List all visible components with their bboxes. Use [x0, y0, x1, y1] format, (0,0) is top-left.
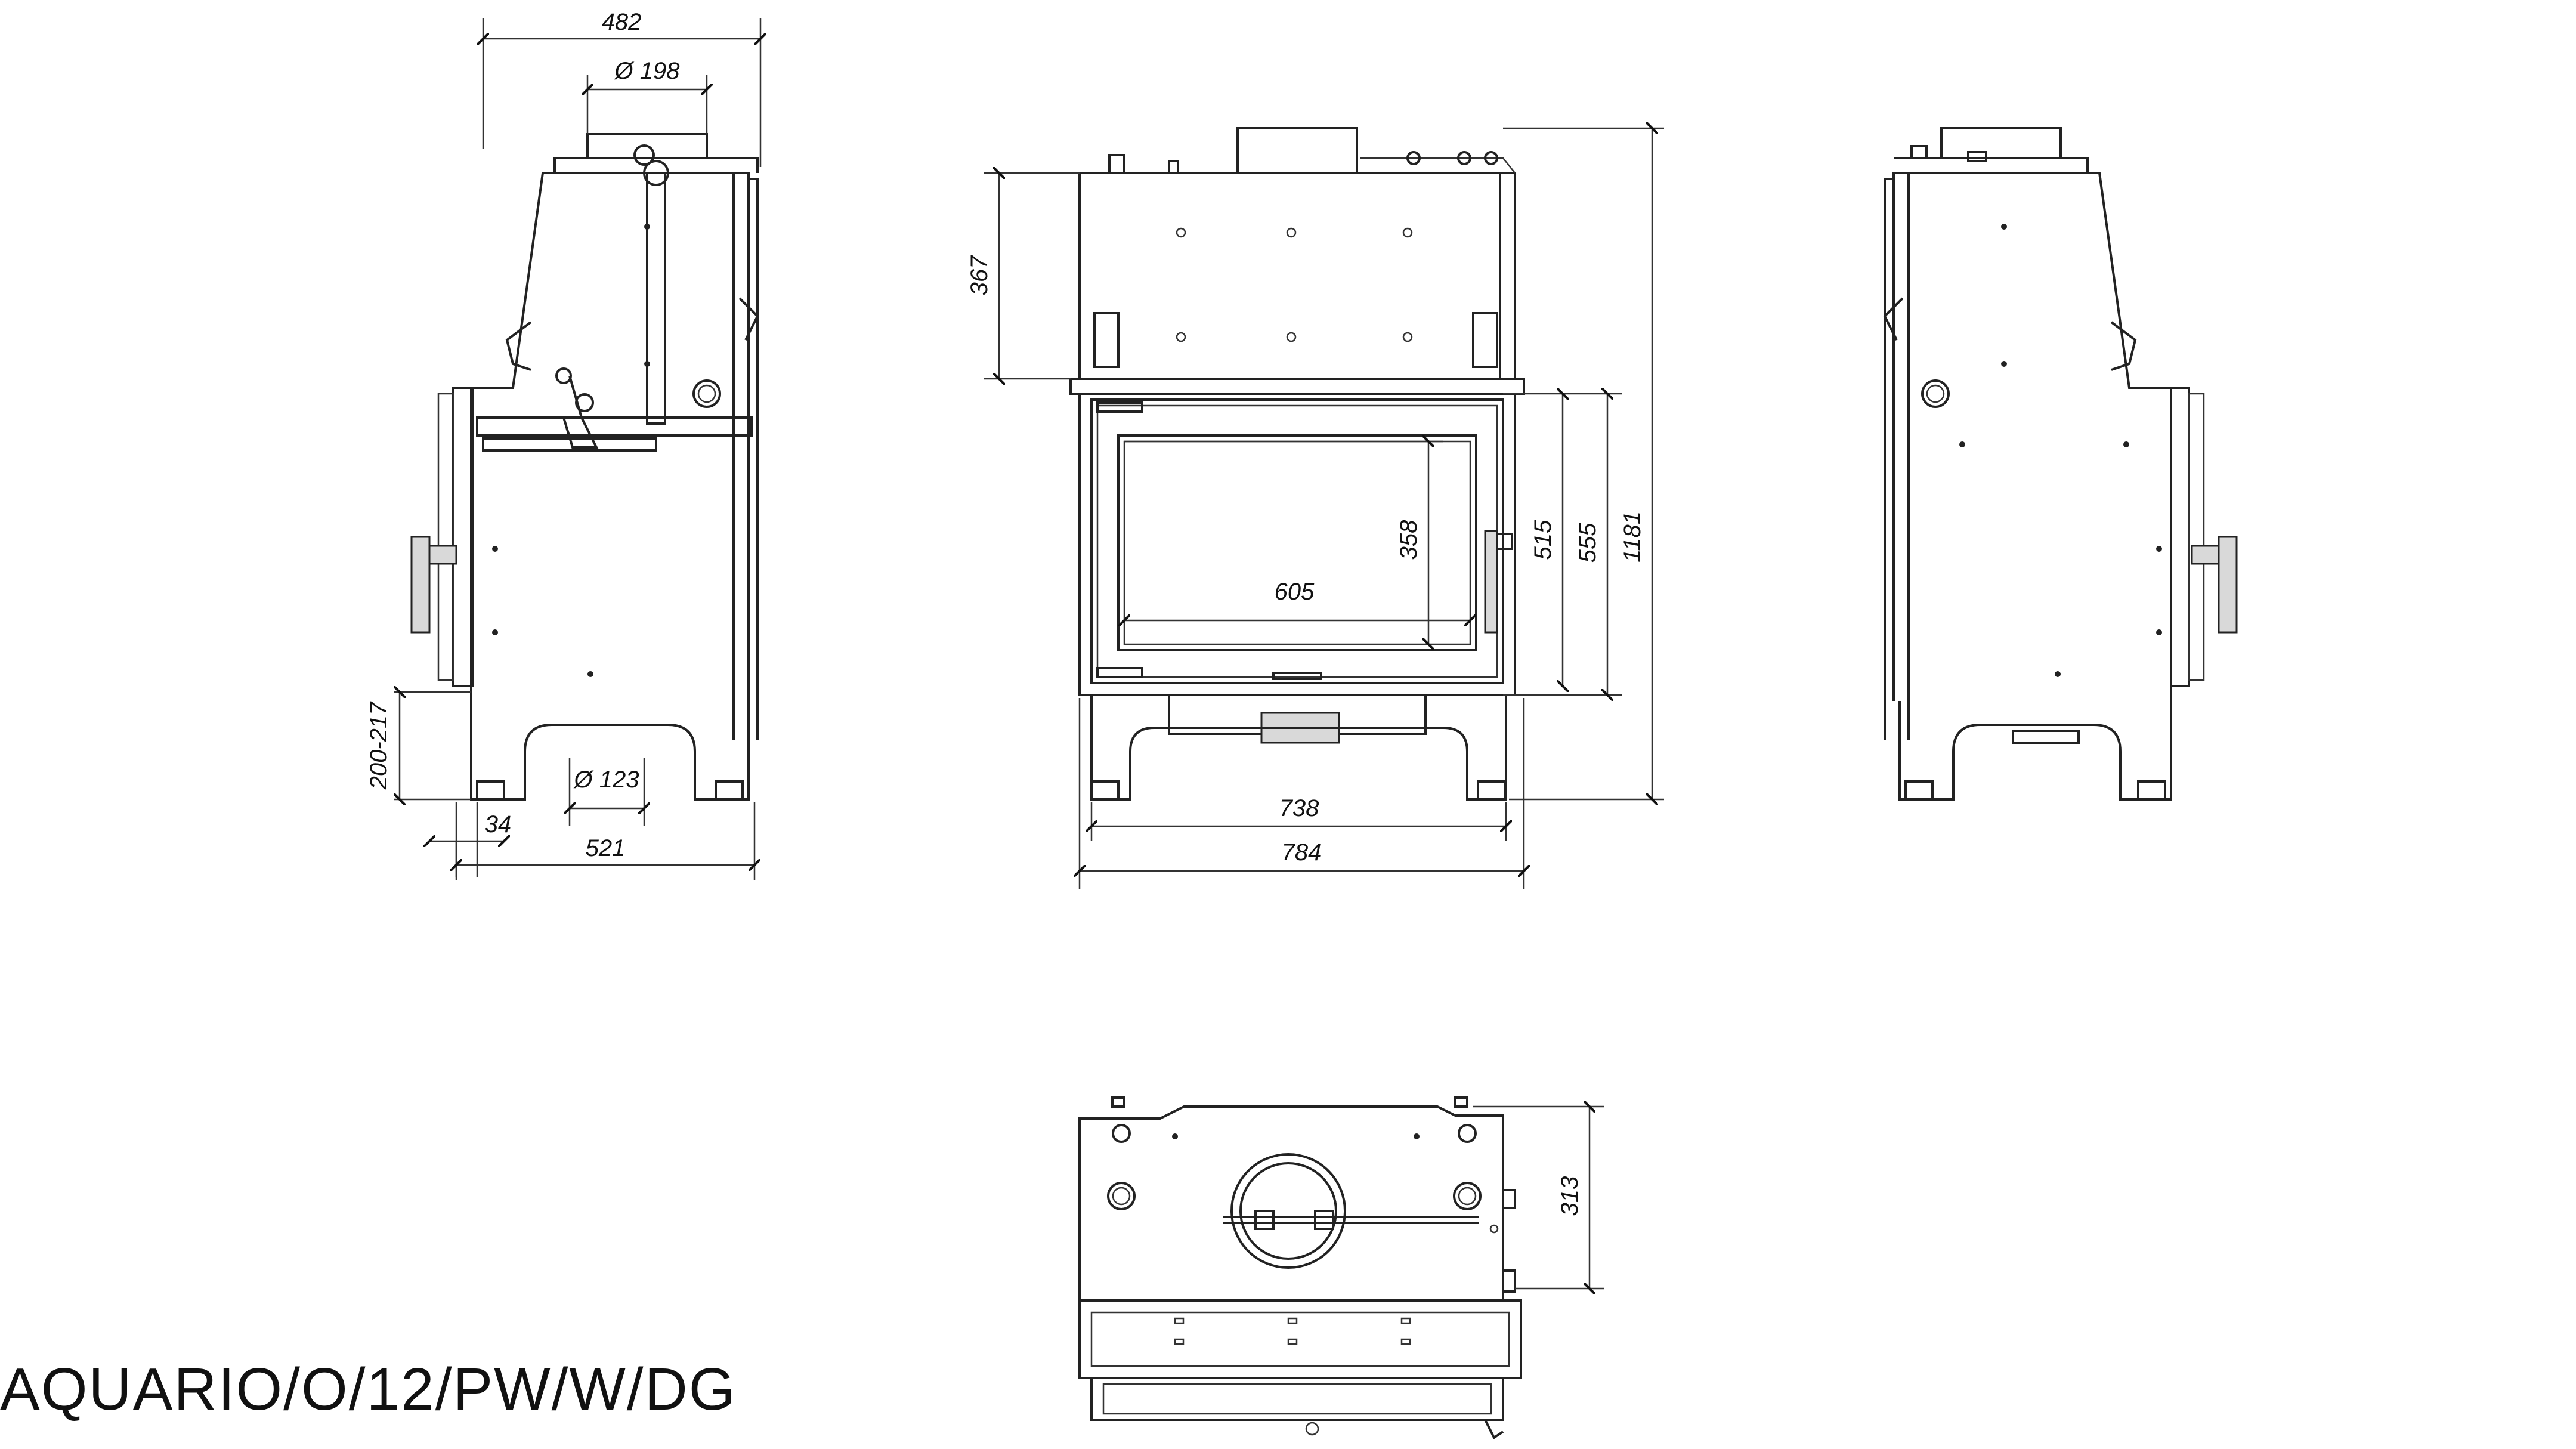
dim-foot-offset: 34: [485, 811, 512, 838]
dim-depth: 313: [1557, 1176, 1583, 1216]
dim-door-outer-height: 555: [1575, 523, 1601, 563]
dim-glass-height: 358: [1396, 520, 1422, 560]
dim-upper-height: 367: [966, 255, 992, 295]
dim-flue-diameter: Ø 198: [614, 58, 681, 84]
dim-base-width: 738: [1279, 795, 1319, 821]
dim-glass-width: 605: [1275, 579, 1315, 605]
dim-top-width: 482: [602, 9, 642, 35]
model-name: AQUARIO/O/12/PW/W/DG: [0, 1356, 737, 1423]
side-view-right: [1883, 127, 2238, 801]
dim-inlet-diameter: Ø 123: [573, 767, 639, 793]
dim-height-range: 200-217: [366, 701, 392, 790]
dim-door-inner-height: 515: [1530, 520, 1556, 560]
dim-total-height: 1181: [1619, 511, 1646, 563]
front-view: 367 358 605 515 555 1181 738 784: [966, 128, 1664, 889]
top-view: 313: [1078, 1096, 1604, 1439]
side-view-left: 482 Ø 198 200-217 Ø 123 34 521: [366, 9, 760, 880]
dim-total-width: 784: [1282, 839, 1322, 866]
dim-bottom-width: 521: [586, 835, 626, 861]
